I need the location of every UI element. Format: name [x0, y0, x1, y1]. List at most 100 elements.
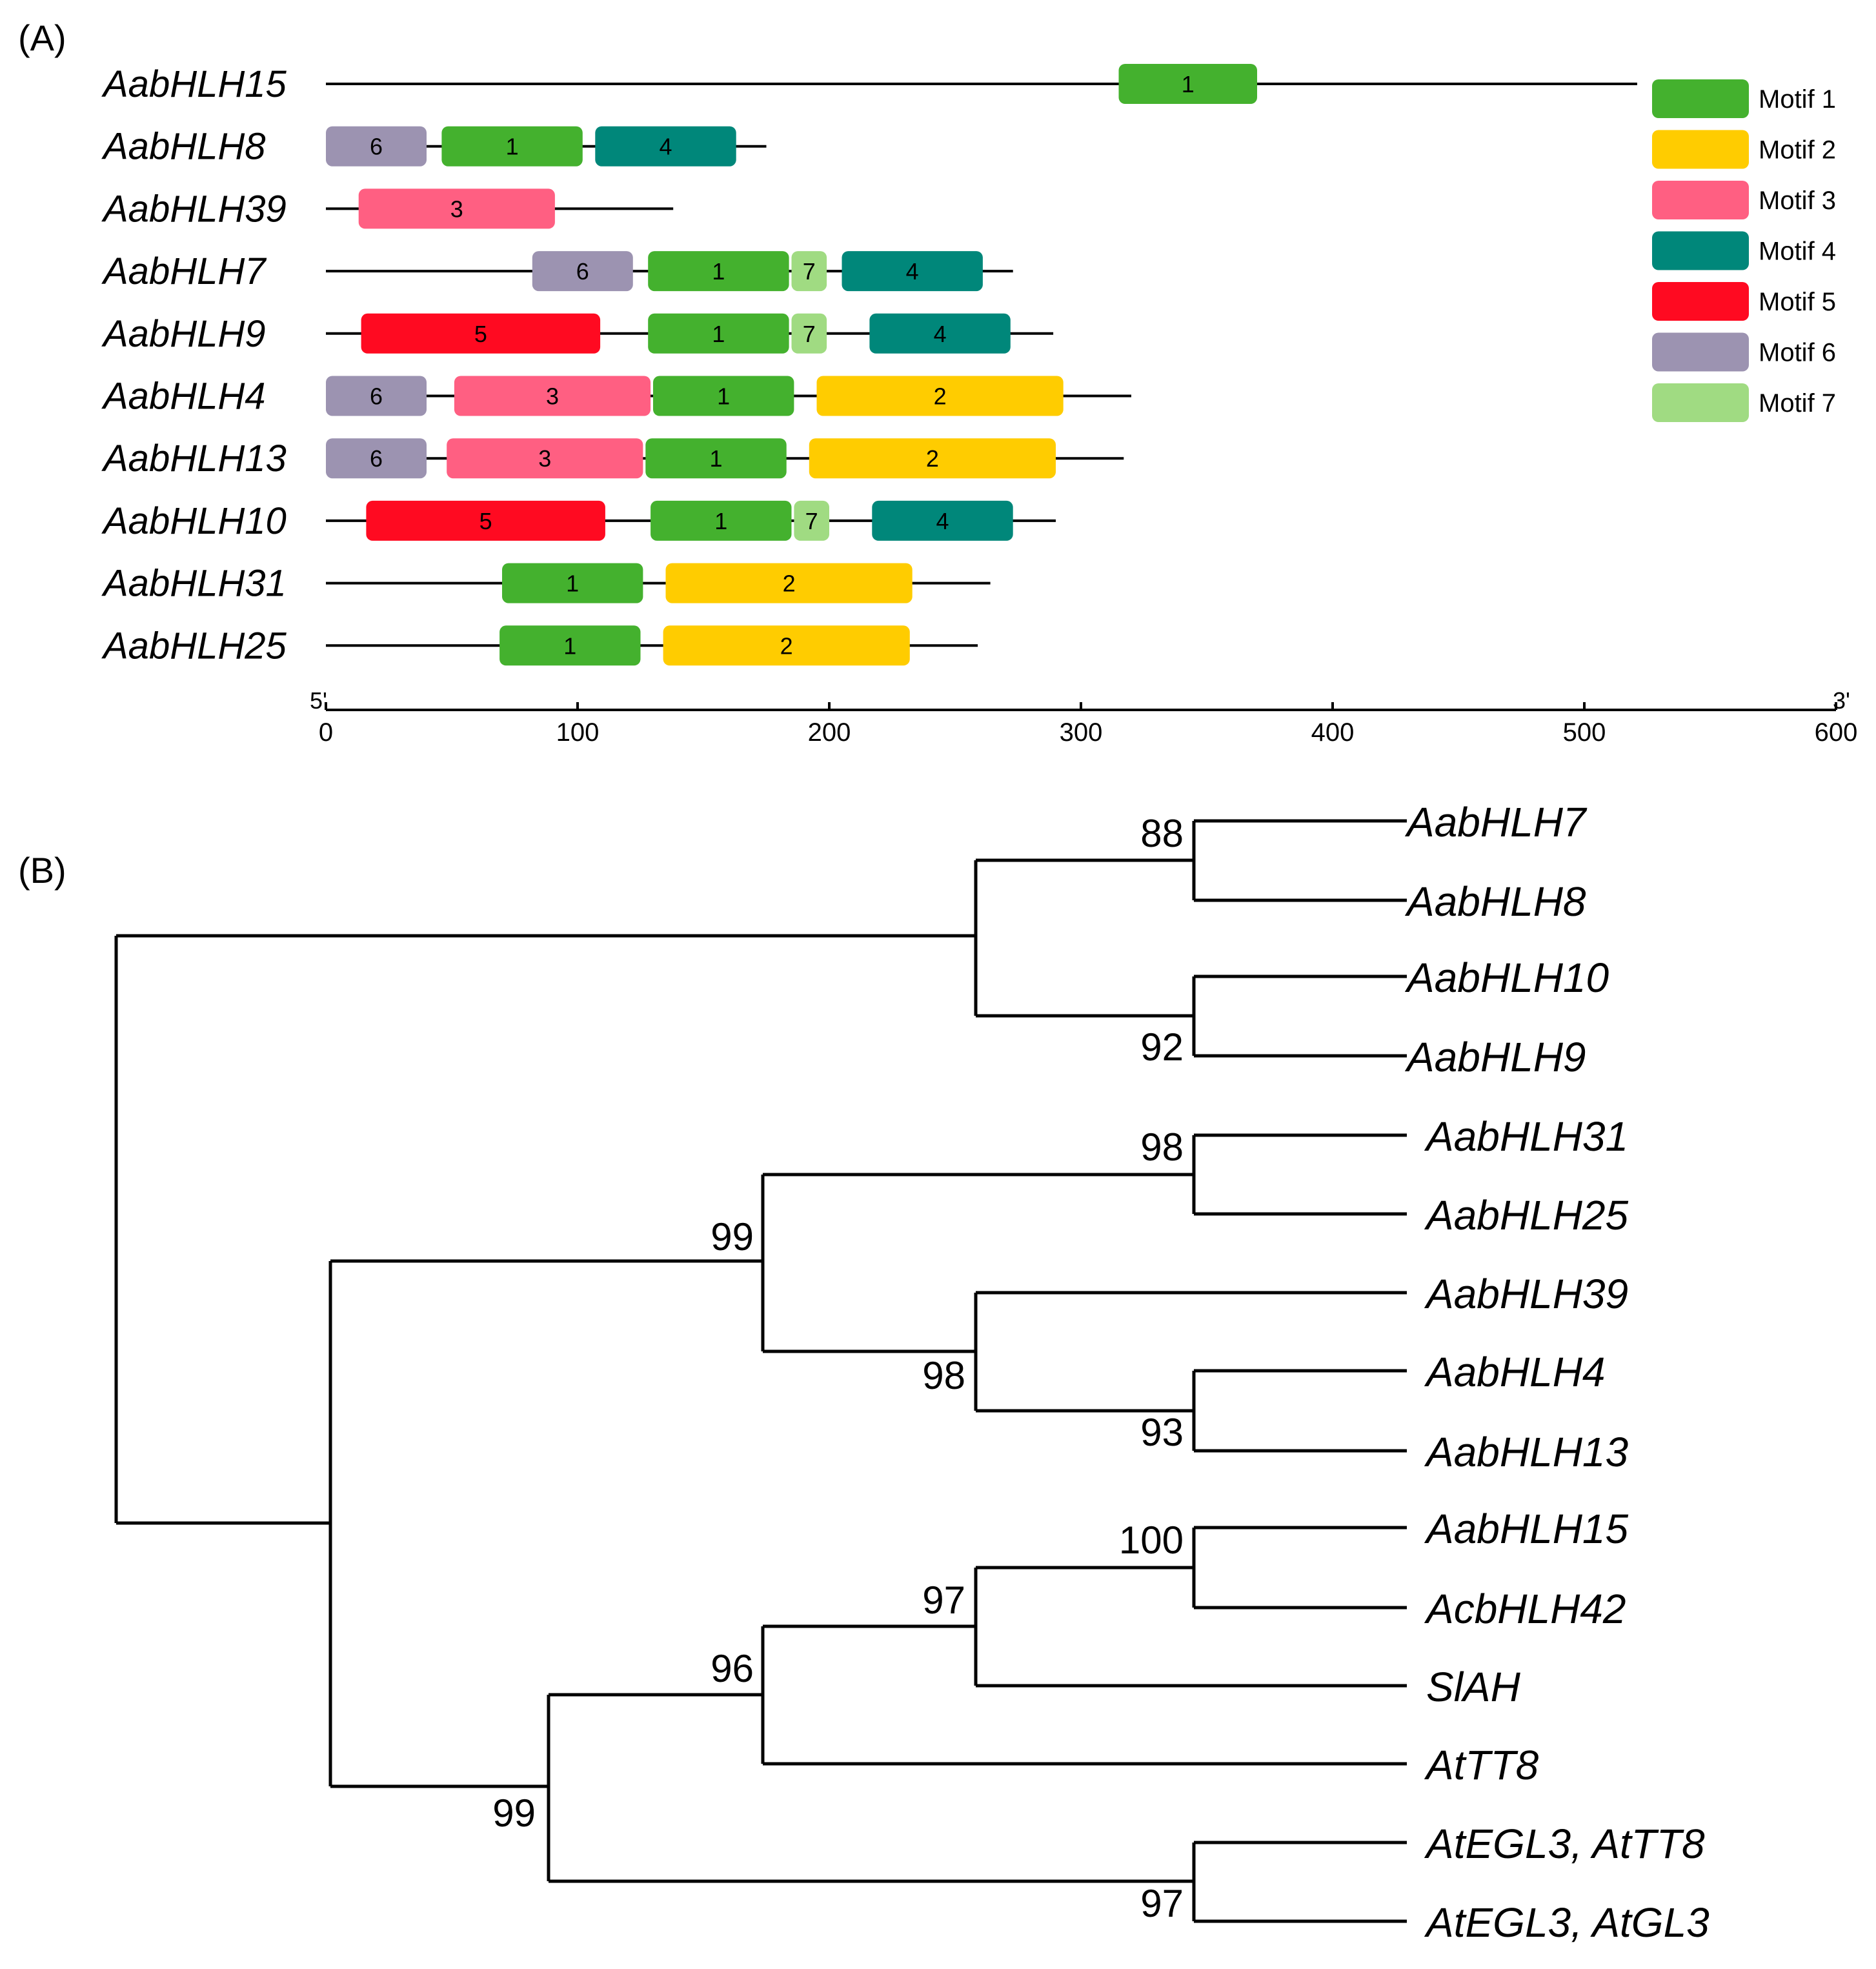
gene-label: AabHLH4	[101, 376, 265, 418]
gene-label: AabHLH31	[101, 563, 287, 605]
tree-leaves: AabHLH7 AabHLH8 AabHLH10 AabHLH9 AabHLH3…	[1404, 799, 1710, 1946]
motif-number: 4	[659, 134, 672, 160]
motif-box	[663, 625, 910, 666]
tree-leaf: SlAH	[1426, 1664, 1521, 1710]
motif-box	[326, 438, 427, 479]
motif-box	[499, 625, 641, 666]
bootstrap-value: 100	[1119, 1519, 1184, 1562]
motif-number: 2	[934, 383, 947, 410]
tree-leaf: AabHLH4	[1424, 1349, 1606, 1395]
gene-label: AabHLH8	[101, 126, 265, 168]
clade-31-25	[1192, 1133, 1407, 1216]
clade-31-25-39-4-13	[761, 1173, 1194, 1353]
clade-7-8-10-9	[974, 858, 1194, 1018]
axis-tick-label: 0	[319, 718, 333, 747]
tree-leaf: AabHLH13	[1424, 1429, 1629, 1475]
motif-number: 2	[783, 571, 796, 597]
gene-label: AabHLH7	[101, 250, 267, 292]
motif-box	[809, 438, 1056, 479]
gene-label: AabHLH15	[101, 63, 287, 105]
motif-box	[326, 376, 427, 416]
tree-leaf: AabHLH15	[1424, 1506, 1629, 1552]
legend-swatch	[1652, 181, 1749, 219]
motif-box	[447, 438, 643, 479]
bootstrap-value: 99	[711, 1215, 754, 1258]
motif-box	[441, 126, 583, 167]
motif-box	[648, 251, 789, 292]
legend-label: Motif 7	[1759, 389, 1836, 418]
clade-15-42-slah	[974, 1566, 1407, 1688]
motif-number: 7	[803, 321, 816, 347]
motif-box	[361, 313, 601, 354]
tree-leaf: AcbHLH42	[1424, 1586, 1626, 1632]
motif-box	[791, 313, 827, 354]
motif-number: 1	[709, 445, 722, 472]
gene-row: AabHLH8 6 1 4	[101, 126, 767, 168]
motif-box	[842, 251, 983, 292]
tree-leaf: AtEGL3, AtTT8	[1424, 1821, 1705, 1867]
motif-number: 1	[563, 632, 576, 659]
bootstrap-value: 98	[922, 1354, 965, 1397]
axis-tick-label: 200	[808, 718, 851, 747]
axis-tick-label: 600	[1815, 718, 1858, 747]
motif-number: 4	[936, 508, 949, 534]
motif-box	[653, 376, 794, 416]
clade-egl3	[1192, 1841, 1407, 1923]
clade-10-9	[1192, 974, 1407, 1058]
motif-box	[532, 251, 633, 292]
tree-leaf: AabHLH31	[1424, 1113, 1628, 1160]
motif-number: 6	[576, 258, 589, 285]
motif-box	[869, 313, 1011, 354]
clade-4-13	[1192, 1369, 1407, 1453]
axis-tick-label: 400	[1311, 718, 1355, 747]
tree-leaf: AabHLH8	[1404, 878, 1586, 925]
bootstrap-value: 98	[1140, 1126, 1184, 1169]
tree-leaf: AabHLH25	[1424, 1192, 1629, 1238]
motif-number: 7	[805, 508, 818, 534]
bootstrap-value: 92	[1140, 1025, 1184, 1069]
bootstrap-value: 99	[492, 1792, 536, 1835]
motif-number: 7	[803, 258, 816, 285]
axis-tick-label: 500	[1563, 718, 1606, 747]
clade-15-42-slah-tt8	[761, 1624, 1407, 1766]
root-branch	[114, 934, 976, 1525]
motif-box	[595, 126, 736, 167]
legend-swatch	[1652, 383, 1749, 422]
legend-label: Motif 4	[1759, 237, 1836, 266]
motif-box	[816, 376, 1064, 416]
bootstrap-values: 88 92 98 99 98 93 100 97 96 99 97	[492, 812, 1184, 1925]
motif-box	[454, 376, 651, 416]
legend-swatch	[1652, 332, 1749, 372]
tree-branches	[114, 819, 1407, 1923]
motif-box	[366, 500, 605, 541]
motif-number: 2	[926, 445, 939, 472]
motif-box	[665, 563, 913, 603]
clade-7-8	[1192, 819, 1407, 902]
motif-number: 5	[474, 321, 487, 347]
motif-box	[645, 438, 787, 479]
motif-box	[326, 126, 427, 167]
legend-label: Motif 6	[1759, 339, 1836, 367]
gene-label: AabHLH13	[101, 438, 287, 480]
tree-leaf: AabHLH7	[1404, 799, 1588, 845]
motif-box	[872, 500, 1013, 541]
motif-number: 1	[1182, 71, 1195, 97]
tree-leaf: AtTT8	[1424, 1742, 1539, 1788]
gene-label: AabHLH9	[101, 313, 265, 355]
motif-number: 6	[370, 134, 383, 160]
gene-row: AabHLH15 1	[101, 63, 1637, 105]
axis-tick-label: 100	[556, 718, 600, 747]
motif-number: 1	[506, 134, 519, 160]
motif-box	[648, 313, 789, 354]
